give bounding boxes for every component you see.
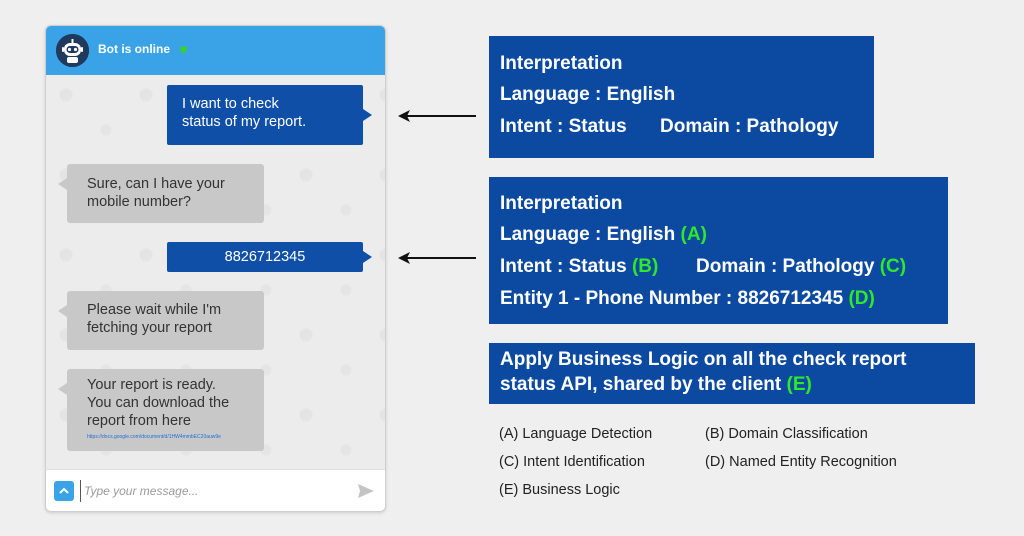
message-line: Please wait while I'm [87,302,222,318]
language-label: Language : English [500,84,676,105]
legend-e: (E) Business Logic [499,482,620,498]
legend-d: (D) Named Entity Recognition [705,454,897,470]
interpretation-box-2: Interpretation Language : English (A) In… [489,177,948,324]
arrow-left-icon [398,252,476,264]
bot-avatar [56,34,89,67]
business-logic-box: Apply Business Logic on all the check re… [489,343,975,404]
tag-d: (D) [848,288,875,309]
message-line: You can download the [87,395,230,411]
tag-b: (B) [631,256,659,277]
message-line: Your report is ready. [87,377,216,393]
message-input[interactable] [80,480,350,502]
expand-menu-button[interactable] [54,481,74,501]
tag-e: (E) [786,374,812,395]
online-indicator [180,46,187,53]
legend-b: (B) Domain Classification [705,426,868,442]
box-title: Interpretation [500,53,623,74]
legend-a: (A) Language Detection [499,426,653,442]
intent-row: Intent : Status (B) [500,256,658,278]
legend-c: (C) Intent Identification [499,454,645,470]
robot-icon [56,34,89,67]
chat-header: Bot is online [46,26,385,75]
tag-a: (A) [680,224,707,245]
message-line: fetching your report [87,320,212,336]
message-input-bar [46,469,385,511]
intent-label: Intent : Status [500,116,627,137]
bot-message: Please wait while I'm fetching your repo… [58,291,264,350]
message-line: report from here [87,413,191,429]
language-label: Language : English [500,224,676,245]
send-icon [358,484,374,498]
message-line: Sure, can I have your [87,176,225,192]
entity-label: Entity 1 - Phone Number : 8826712345 [500,288,844,309]
user-message: 8826712345 [167,242,372,272]
domain-label: Domain : Pathology [660,116,839,137]
message-line: I want to check [182,96,279,112]
business-logic-text: status API, shared by the client [500,374,782,395]
entity-row: Entity 1 - Phone Number : 8826712345 (D) [500,288,875,310]
intent-label: Intent : Status [500,256,627,277]
business-logic-line-2: status API, shared by the client (E) [500,374,812,396]
message-line: mobile number? [87,194,191,210]
tag-c: (C) [879,256,907,277]
business-logic-line-1: Apply Business Logic on all the check re… [500,349,907,370]
bot-status-title: Bot is online [98,42,170,56]
chat-window: Bot is online I want to check status of … [45,25,386,512]
bot-message: Your report is ready. You can download t… [58,369,264,451]
chat-messages: I want to check status of my report. Sur… [46,75,385,495]
domain-label: Domain : Pathology [696,256,875,277]
arrow-left-icon [398,110,476,122]
domain-row: Domain : Pathology (C) [696,256,906,278]
language-row: Language : English (A) [500,224,707,246]
message-line: status of my report. [182,114,307,130]
bot-message: Sure, can I have your mobile number? [58,164,264,223]
send-button[interactable] [357,482,375,500]
report-download-link[interactable]: https://docs.google.com/document/d/1HW4m… [87,434,221,440]
chevron-up-icon [59,487,69,494]
user-message: I want to check status of my report. [167,85,372,145]
message-line: 8826712345 [224,249,306,265]
box-title: Interpretation [500,193,623,214]
interpretation-box-1: Interpretation Language : English Intent… [489,36,874,158]
